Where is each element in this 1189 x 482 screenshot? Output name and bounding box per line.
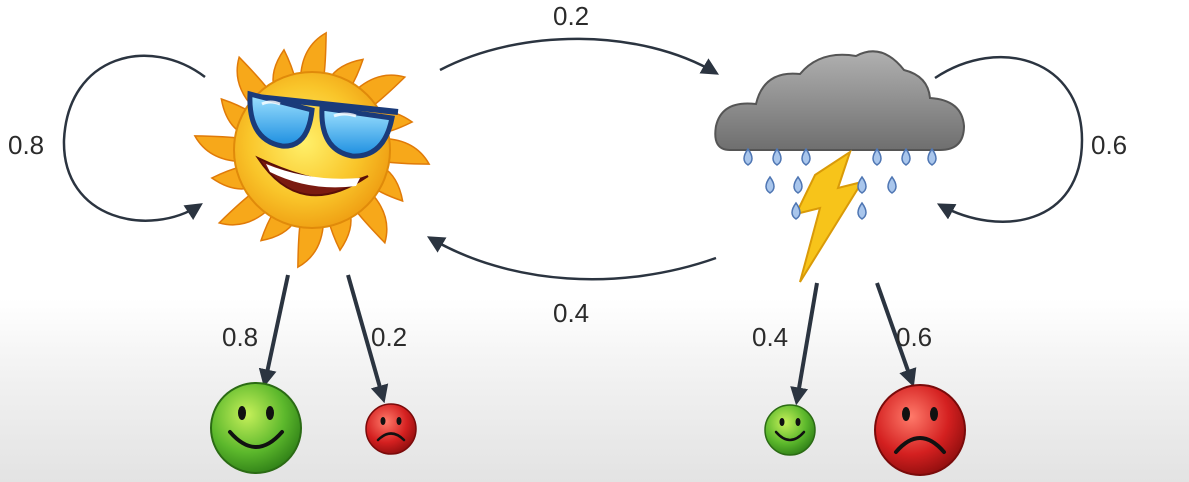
arrow-sunny-to-rainy [439, 37, 720, 75]
label-sunny-sad: 0.2 [371, 322, 407, 352]
label-rainy-happy: 0.4 [752, 322, 788, 352]
rain-drop-shape [772, 147, 782, 166]
label-rainy-to-rainy: 0.6 [1091, 130, 1127, 160]
label-sunny-to-sunny: 0.8 [8, 130, 44, 160]
happy-face-large-icon [210, 382, 302, 474]
self-loop-arrow-sunny [62, 54, 206, 222]
rain-drop-shape [901, 147, 911, 166]
rain-drop-shape [765, 175, 775, 194]
rain-drop-shape [791, 201, 801, 220]
sun-with-sunglasses-icon [193, 31, 431, 269]
rain-drop-shape [801, 147, 811, 166]
rain-drop-shape [887, 175, 897, 194]
label-sunny-to-rainy: 0.2 [553, 1, 589, 31]
rain-drop-shape [872, 147, 882, 166]
sad-face-small-icon [365, 403, 417, 455]
sad-face-large-icon [874, 384, 966, 476]
rain-drop-shape [927, 147, 937, 166]
rain-drop-shape [857, 175, 867, 194]
self-loop-arrow-rainy [934, 55, 1084, 223]
label-rainy-sad: 0.6 [896, 322, 932, 352]
happy-face-small-icon [764, 404, 816, 456]
emission-arrow-rainy-sad [875, 282, 917, 388]
emission-arrow-sunny-happy [258, 274, 290, 388]
rain-drop-shape [793, 175, 803, 194]
rain-drop-shape [743, 147, 753, 166]
arrow-rainy-to-sunny [426, 236, 717, 281]
rain-drop-shape [857, 201, 867, 220]
emission-arrow-rainy-happy [790, 282, 819, 406]
label-rainy-to-sunny: 0.4 [553, 298, 589, 328]
storm-cloud-with-lightning-icon [714, 50, 966, 283]
emission-arrow-sunny-sad [346, 274, 389, 404]
label-sunny-happy: 0.8 [222, 322, 258, 352]
